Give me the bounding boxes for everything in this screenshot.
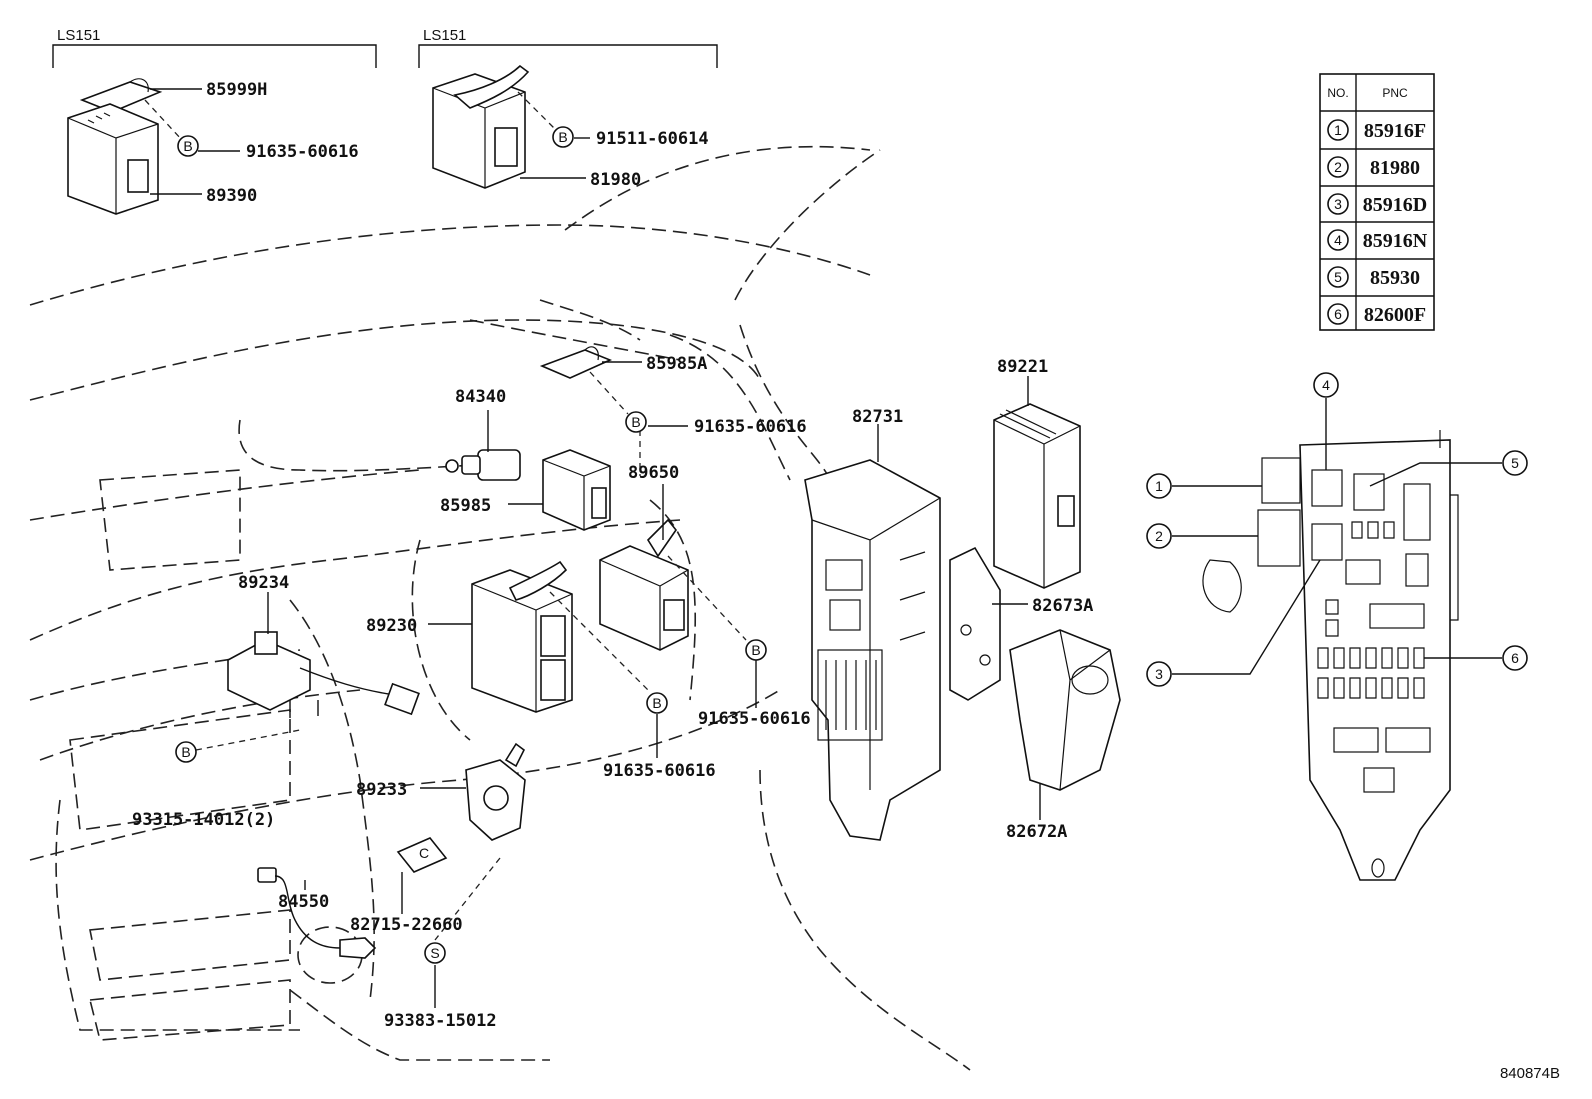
part-89221-control-unit xyxy=(993,403,1081,589)
pnc-row-no: 6 xyxy=(1334,306,1342,322)
part-82715-clip xyxy=(396,837,448,873)
bolt-symbol: B xyxy=(183,138,192,154)
part-89233-sensor xyxy=(465,742,526,841)
pnc-row-pnc: 81980 xyxy=(1370,157,1420,179)
part-81980-module xyxy=(432,64,530,189)
callouts: 85999H 91635-60616 89390 91511-60614 819… xyxy=(132,80,1093,1031)
marker-6: 6 xyxy=(1511,650,1519,666)
part-82672A-cover xyxy=(1009,629,1121,791)
leader-lines xyxy=(150,88,1502,1008)
pnc-row-pnc: 85930 xyxy=(1370,267,1420,289)
pnc-row-pnc: 82600F xyxy=(1364,304,1426,326)
pnc-row-no: 4 xyxy=(1334,232,1342,248)
junction-markers: 1 2 3 4 5 6 xyxy=(1146,372,1528,687)
callout-84340: 84340 xyxy=(455,387,506,407)
callout-85985A: 85985A xyxy=(646,354,707,374)
pnc-row-pnc: 85916F xyxy=(1364,120,1426,142)
bolt-symbol: B xyxy=(631,414,640,430)
bolt-symbol: B xyxy=(558,129,567,145)
marker-4: 4 xyxy=(1322,377,1330,393)
marker-1: 1 xyxy=(1155,478,1163,494)
callout-89230: 89230 xyxy=(366,616,417,636)
symbol-circles: B B B B B B S C xyxy=(175,126,767,964)
callout-91635-60616-b: 91635-60616 xyxy=(694,417,807,437)
callout-89390: 89390 xyxy=(206,186,257,206)
callout-82673A: 82673A xyxy=(1032,596,1093,616)
part-85985A-clip xyxy=(539,346,613,379)
screw-symbol: S xyxy=(430,945,439,961)
pnc-row-no: 3 xyxy=(1334,196,1342,212)
callout-91635-60616-c: 91635-60616 xyxy=(698,709,811,729)
group-label-1: LS151 xyxy=(57,27,100,44)
marker-5: 5 xyxy=(1511,455,1519,471)
junction-block-detail xyxy=(1202,430,1459,881)
part-89234-sensor xyxy=(227,631,420,718)
dashed-leaders xyxy=(144,91,747,941)
group-label-2: LS151 xyxy=(423,27,466,44)
callout-93315-14012: 93315-14012(2) xyxy=(132,810,275,830)
bolt-symbol: B xyxy=(652,695,661,711)
callout-89234: 89234 xyxy=(238,573,289,593)
callout-85999H: 85999H xyxy=(206,80,267,100)
part-89650-module xyxy=(599,518,689,651)
marker-2: 2 xyxy=(1155,528,1163,544)
marker-3: 3 xyxy=(1155,666,1163,682)
pnc-row-no: 2 xyxy=(1334,159,1342,175)
clip-symbol: C xyxy=(419,845,429,861)
pnc-table: NO. PNC 1 85916F 2 81980 3 85916D 4 8591… xyxy=(1319,73,1435,331)
pnc-row-no: 5 xyxy=(1334,269,1342,285)
callout-91635-60616-a: 91635-60616 xyxy=(246,142,359,162)
pnc-table-header-pnc: PNC xyxy=(1382,86,1408,100)
callout-93383-15012: 93383-15012 xyxy=(384,1011,497,1031)
part-85985-relay xyxy=(542,449,611,531)
callout-85985: 85985 xyxy=(440,496,491,516)
group-bracket-2: LS151 xyxy=(418,27,718,68)
callout-82731: 82731 xyxy=(852,407,903,427)
callout-84550: 84550 xyxy=(278,892,329,912)
part-84550-harness xyxy=(257,867,377,959)
pnc-row-pnc: 85916D xyxy=(1363,194,1427,216)
callout-89233: 89233 xyxy=(356,780,407,800)
part-85999H-clip xyxy=(79,78,163,113)
part-89230-module xyxy=(471,560,573,713)
diagram-reference: 840874B xyxy=(1500,1065,1560,1082)
part-84340-switch xyxy=(445,449,521,481)
part-89390-module xyxy=(67,103,159,215)
part-82673A-bracket xyxy=(949,546,1001,701)
bolt-symbol: B xyxy=(751,642,760,658)
pnc-table-header-no: NO. xyxy=(1327,86,1348,100)
callout-82715-22660: 82715-22660 xyxy=(350,915,463,935)
callout-89650: 89650 xyxy=(628,463,679,483)
callout-82672A: 82672A xyxy=(1006,822,1067,842)
group-bracket-1: LS151 xyxy=(52,27,377,68)
callout-91635-60616-d: 91635-60616 xyxy=(603,761,716,781)
callout-89221: 89221 xyxy=(997,357,1048,377)
callout-91511-60614: 91511-60614 xyxy=(596,129,709,149)
pnc-row-pnc: 85916N xyxy=(1363,230,1428,252)
part-82731-junction-block xyxy=(804,459,941,841)
bolt-symbol: B xyxy=(181,744,190,760)
instrument-panel-outline xyxy=(29,145,971,1071)
callout-81980: 81980 xyxy=(590,170,641,190)
pnc-row-no: 1 xyxy=(1334,122,1342,138)
